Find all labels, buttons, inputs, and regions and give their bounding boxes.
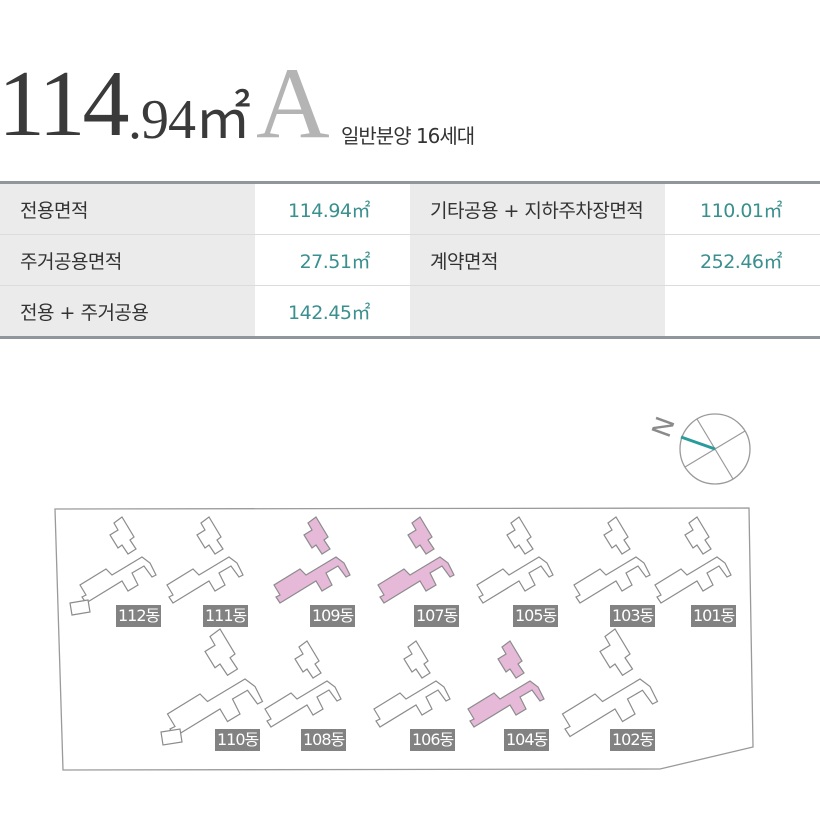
- area-value: 110.01㎡: [665, 182, 820, 235]
- building-wing: [79, 556, 157, 604]
- empty-cell: [410, 285, 665, 338]
- building-label: 101동: [691, 605, 737, 627]
- building-tower: [196, 516, 224, 555]
- building-wing: [373, 680, 451, 728]
- building-wing: [561, 678, 659, 738]
- building-wing: [166, 556, 244, 604]
- area-value: 252.46㎡: [665, 234, 820, 286]
- building-tower: [497, 640, 525, 679]
- building-label: 102동: [610, 729, 656, 751]
- building-wing: [467, 680, 545, 728]
- building-label: 108동: [301, 729, 347, 751]
- area-value: 142.45㎡: [255, 285, 410, 338]
- site-boundary: [54, 507, 754, 771]
- building-tower: [294, 640, 322, 679]
- site-plan: 112동 111동 109동 107동 105동 103동 101동 110동 108동 106동…: [0, 380, 820, 800]
- unit-type-letter: A: [256, 47, 330, 160]
- building-label: 107동: [414, 605, 460, 627]
- area-decimal: .94㎡: [128, 89, 251, 151]
- building-label: 109동: [310, 605, 356, 627]
- table-row: 전용면적 114.94㎡ 기타공용 + 지하주차장면적 110.01㎡: [0, 182, 820, 235]
- building-tower: [599, 628, 634, 677]
- building-label: 112동: [116, 605, 162, 627]
- area-label: 전용 + 주거공용: [0, 285, 255, 338]
- area-label: 주거공용면적: [0, 234, 255, 286]
- building-tower: [303, 516, 331, 555]
- building-wing: [654, 556, 732, 604]
- area-value: 114.94㎡: [255, 182, 410, 235]
- area-label: 기타공용 + 지하주차장면적: [410, 182, 665, 235]
- building-tower: [506, 516, 534, 555]
- building-label: 111동: [203, 605, 249, 627]
- table-row: 주거공용면적 27.51㎡ 계약면적 252.46㎡: [0, 234, 820, 286]
- building-wing: [476, 556, 554, 604]
- annex-building: [69, 599, 91, 616]
- unit-header: 114 .94㎡ A 일반분양 16세대: [0, 47, 820, 160]
- building-label: 105동: [513, 605, 559, 627]
- area-label: 전용면적: [0, 182, 255, 235]
- building-tower: [603, 516, 631, 555]
- building-label: 103동: [610, 605, 656, 627]
- site-plan-drawing: [54, 507, 754, 771]
- area-table: 전용면적 114.94㎡ 기타공용 + 지하주차장면적 110.01㎡ 주거공용…: [0, 181, 820, 339]
- building-wing: [166, 678, 264, 738]
- building-wing: [264, 680, 342, 728]
- building-tower: [204, 628, 239, 677]
- building-wing: [377, 556, 455, 604]
- building-label: 110동: [215, 729, 261, 751]
- supply-subtitle: 일반분양 16세대: [341, 124, 475, 148]
- building-tower: [684, 516, 712, 555]
- area-label: 계약면적: [410, 234, 665, 286]
- empty-cell: [665, 285, 820, 338]
- building-tower: [109, 516, 137, 555]
- area-integer: 114: [0, 52, 130, 156]
- building-label: 104동: [504, 729, 550, 751]
- building-wing: [573, 556, 651, 604]
- building-tower: [403, 640, 431, 679]
- building-tower: [407, 516, 435, 555]
- table-row: 전용 + 주거공용 142.45㎡: [0, 285, 820, 338]
- building-label: 106동: [410, 729, 456, 751]
- building-wing: [273, 556, 351, 604]
- annex-building: [160, 728, 183, 746]
- area-value: 27.51㎡: [255, 234, 410, 286]
